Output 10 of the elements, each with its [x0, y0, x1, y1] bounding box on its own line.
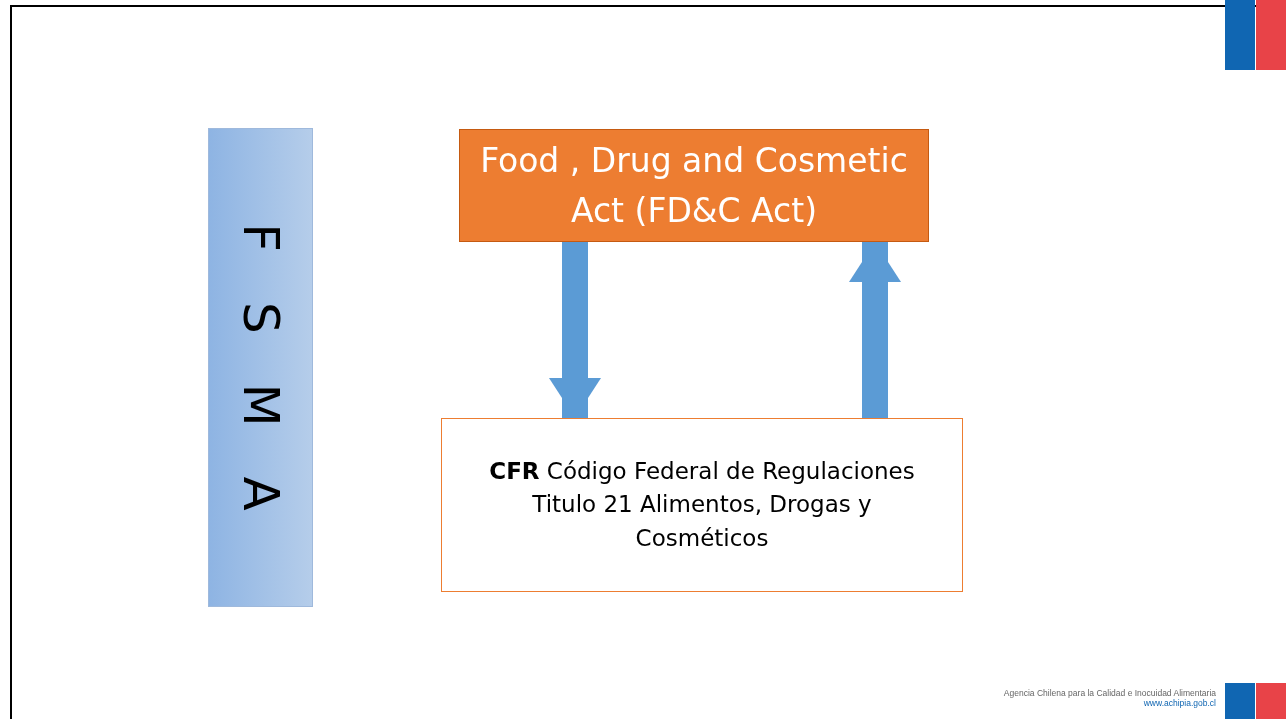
block-arrow [549, 242, 601, 418]
vertical-banner [208, 128, 313, 607]
box-text: CFR Código Federal de Regulaciones Titulo 21 Alimentos, Drogas y Cosméticos [488, 457, 916, 553]
process-box [459, 129, 929, 242]
vertical-label: F S M A [231, 222, 290, 513]
footer-text: Agencia Chilena para la Calidad e Inocuidad Alimentaria [1003, 688, 1216, 698]
box-title: Food , Drug and Cosmetic Act (FD&C Act) [479, 140, 909, 232]
process-box [441, 418, 963, 592]
block-arrow [849, 242, 901, 418]
footer-link: www.achipia.gob.cl [1143, 698, 1216, 708]
